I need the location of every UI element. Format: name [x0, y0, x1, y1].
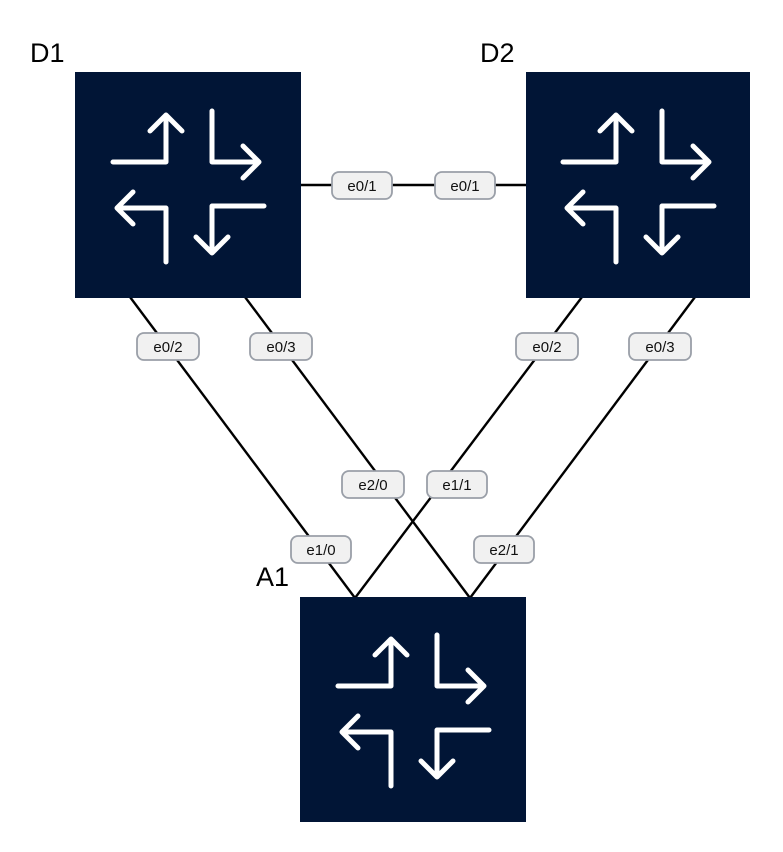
- node-label-d2: D2: [480, 38, 515, 68]
- port-label-d2-e0-1: e0/1: [434, 171, 496, 200]
- svg-text:e1/0: e1/0: [306, 542, 335, 559]
- router-a1[interactable]: [300, 597, 526, 822]
- router-a1-body: [300, 597, 526, 822]
- port-label-a1-e1-1: e1/1: [426, 470, 488, 499]
- port-label-d1-e0-2: e0/2: [136, 332, 200, 361]
- node-label-d1: D1: [30, 38, 65, 68]
- router-d2[interactable]: [526, 72, 750, 298]
- node-label-a1: A1: [256, 562, 289, 592]
- port-label-d1-e0-3: e0/3: [249, 332, 313, 361]
- port-label-d2-e0-3: e0/3: [628, 332, 692, 361]
- port-labels: e0/1 e0/1 e0/2 e0/3 e0/2 e0/3 e2/0: [136, 171, 692, 564]
- svg-text:e0/3: e0/3: [645, 339, 674, 356]
- svg-text:e1/1: e1/1: [442, 477, 471, 494]
- port-label-d1-e0-1: e0/1: [331, 171, 393, 200]
- router-d1[interactable]: [75, 72, 301, 298]
- router-d1-body: [75, 72, 301, 298]
- svg-text:e0/2: e0/2: [532, 339, 561, 356]
- svg-text:e0/3: e0/3: [266, 339, 295, 356]
- svg-text:e0/1: e0/1: [450, 178, 479, 195]
- router-d2-body: [526, 72, 750, 298]
- port-label-a1-e2-1: e2/1: [473, 535, 535, 564]
- svg-text:e2/0: e2/0: [358, 477, 387, 494]
- port-label-d2-e0-2: e0/2: [515, 332, 579, 361]
- port-label-a1-e1-0: e1/0: [290, 535, 352, 564]
- port-label-a1-e2-0: e2/0: [341, 470, 405, 499]
- svg-text:e2/1: e2/1: [489, 542, 518, 559]
- svg-text:e0/2: e0/2: [153, 339, 182, 356]
- svg-text:e0/1: e0/1: [347, 178, 376, 195]
